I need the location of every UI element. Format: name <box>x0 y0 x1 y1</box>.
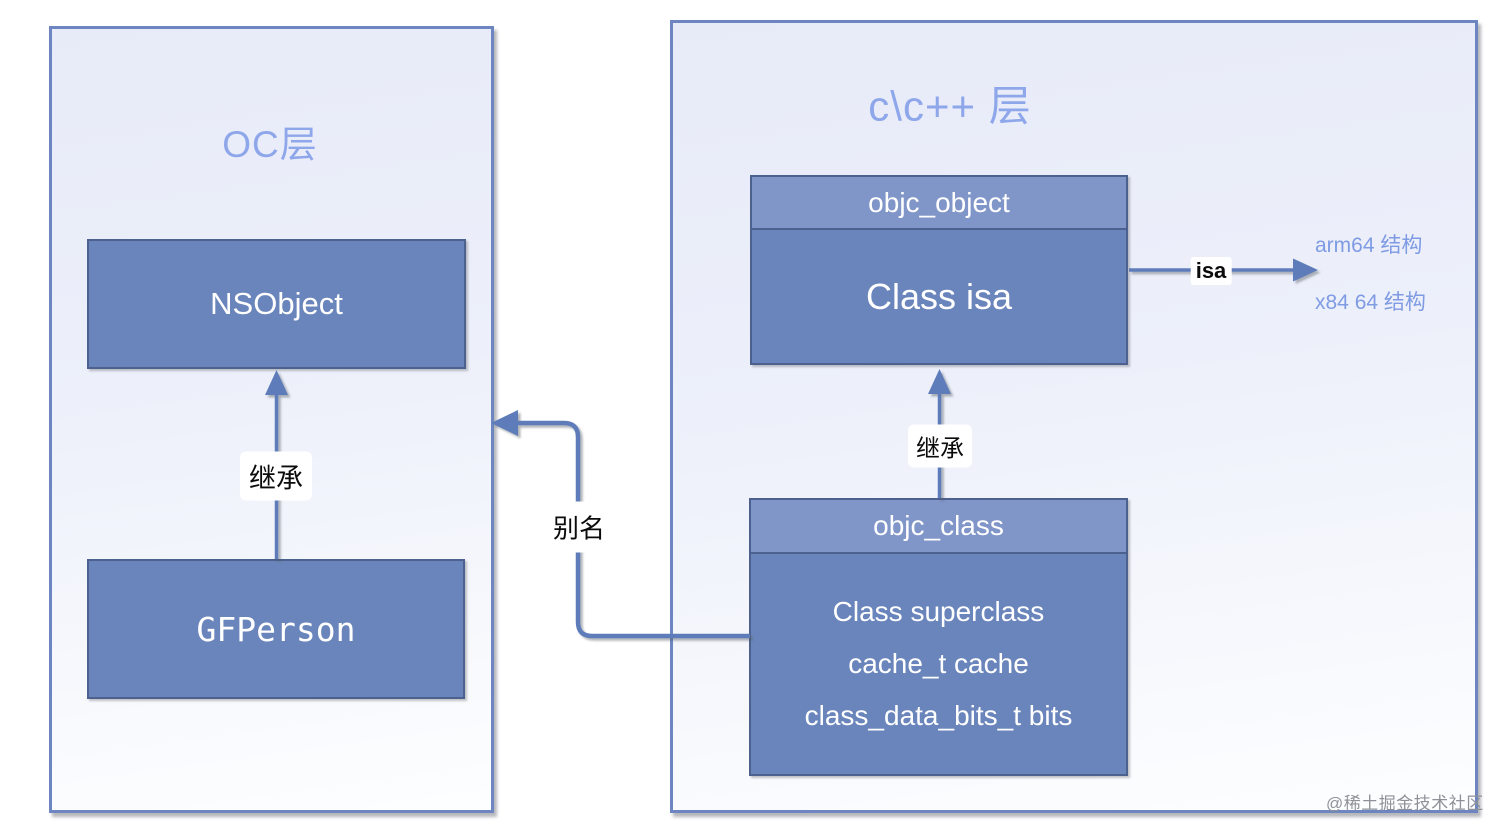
objc-object-header: objc_object <box>752 177 1126 230</box>
objc-class-header: objc_class <box>751 500 1126 554</box>
objc-object-node: objc_object Class isa <box>750 175 1128 365</box>
c-cpp-layer-title: c\c++ 层 <box>868 82 1032 130</box>
inherit-label-left: 继承 <box>240 451 312 501</box>
objc-class-field-cache: cache_t cache <box>848 648 1029 679</box>
gfperson-label: GFPerson <box>196 609 356 649</box>
objc-class-field-superclass: Class superclass <box>832 596 1045 627</box>
objc-class-body: Class superclass cache_t cache class_dat… <box>751 554 1126 774</box>
arm64-struct-label: arm64 结构 <box>1315 234 1423 257</box>
oc-layer-title: OC层 <box>222 124 318 165</box>
inherit-label-right: 继承 <box>908 424 972 468</box>
gfperson-node: GFPerson <box>87 559 465 699</box>
alias-label: 别名 <box>544 501 614 553</box>
isa-label: isa <box>1190 257 1232 285</box>
objc-class-node: objc_class Class superclass cache_t cach… <box>749 498 1128 776</box>
x84-64-struct-label: x84 64 结构 <box>1315 291 1426 314</box>
objc-object-body: Class isa <box>865 275 1013 317</box>
nsobject-label: NSObject <box>210 286 343 321</box>
nsobject-node: NSObject <box>87 239 466 369</box>
juejin-watermark: @稀土掘金技术社区 <box>1326 794 1484 813</box>
objc-class-field-bits: class_data_bits_t bits <box>804 700 1073 731</box>
